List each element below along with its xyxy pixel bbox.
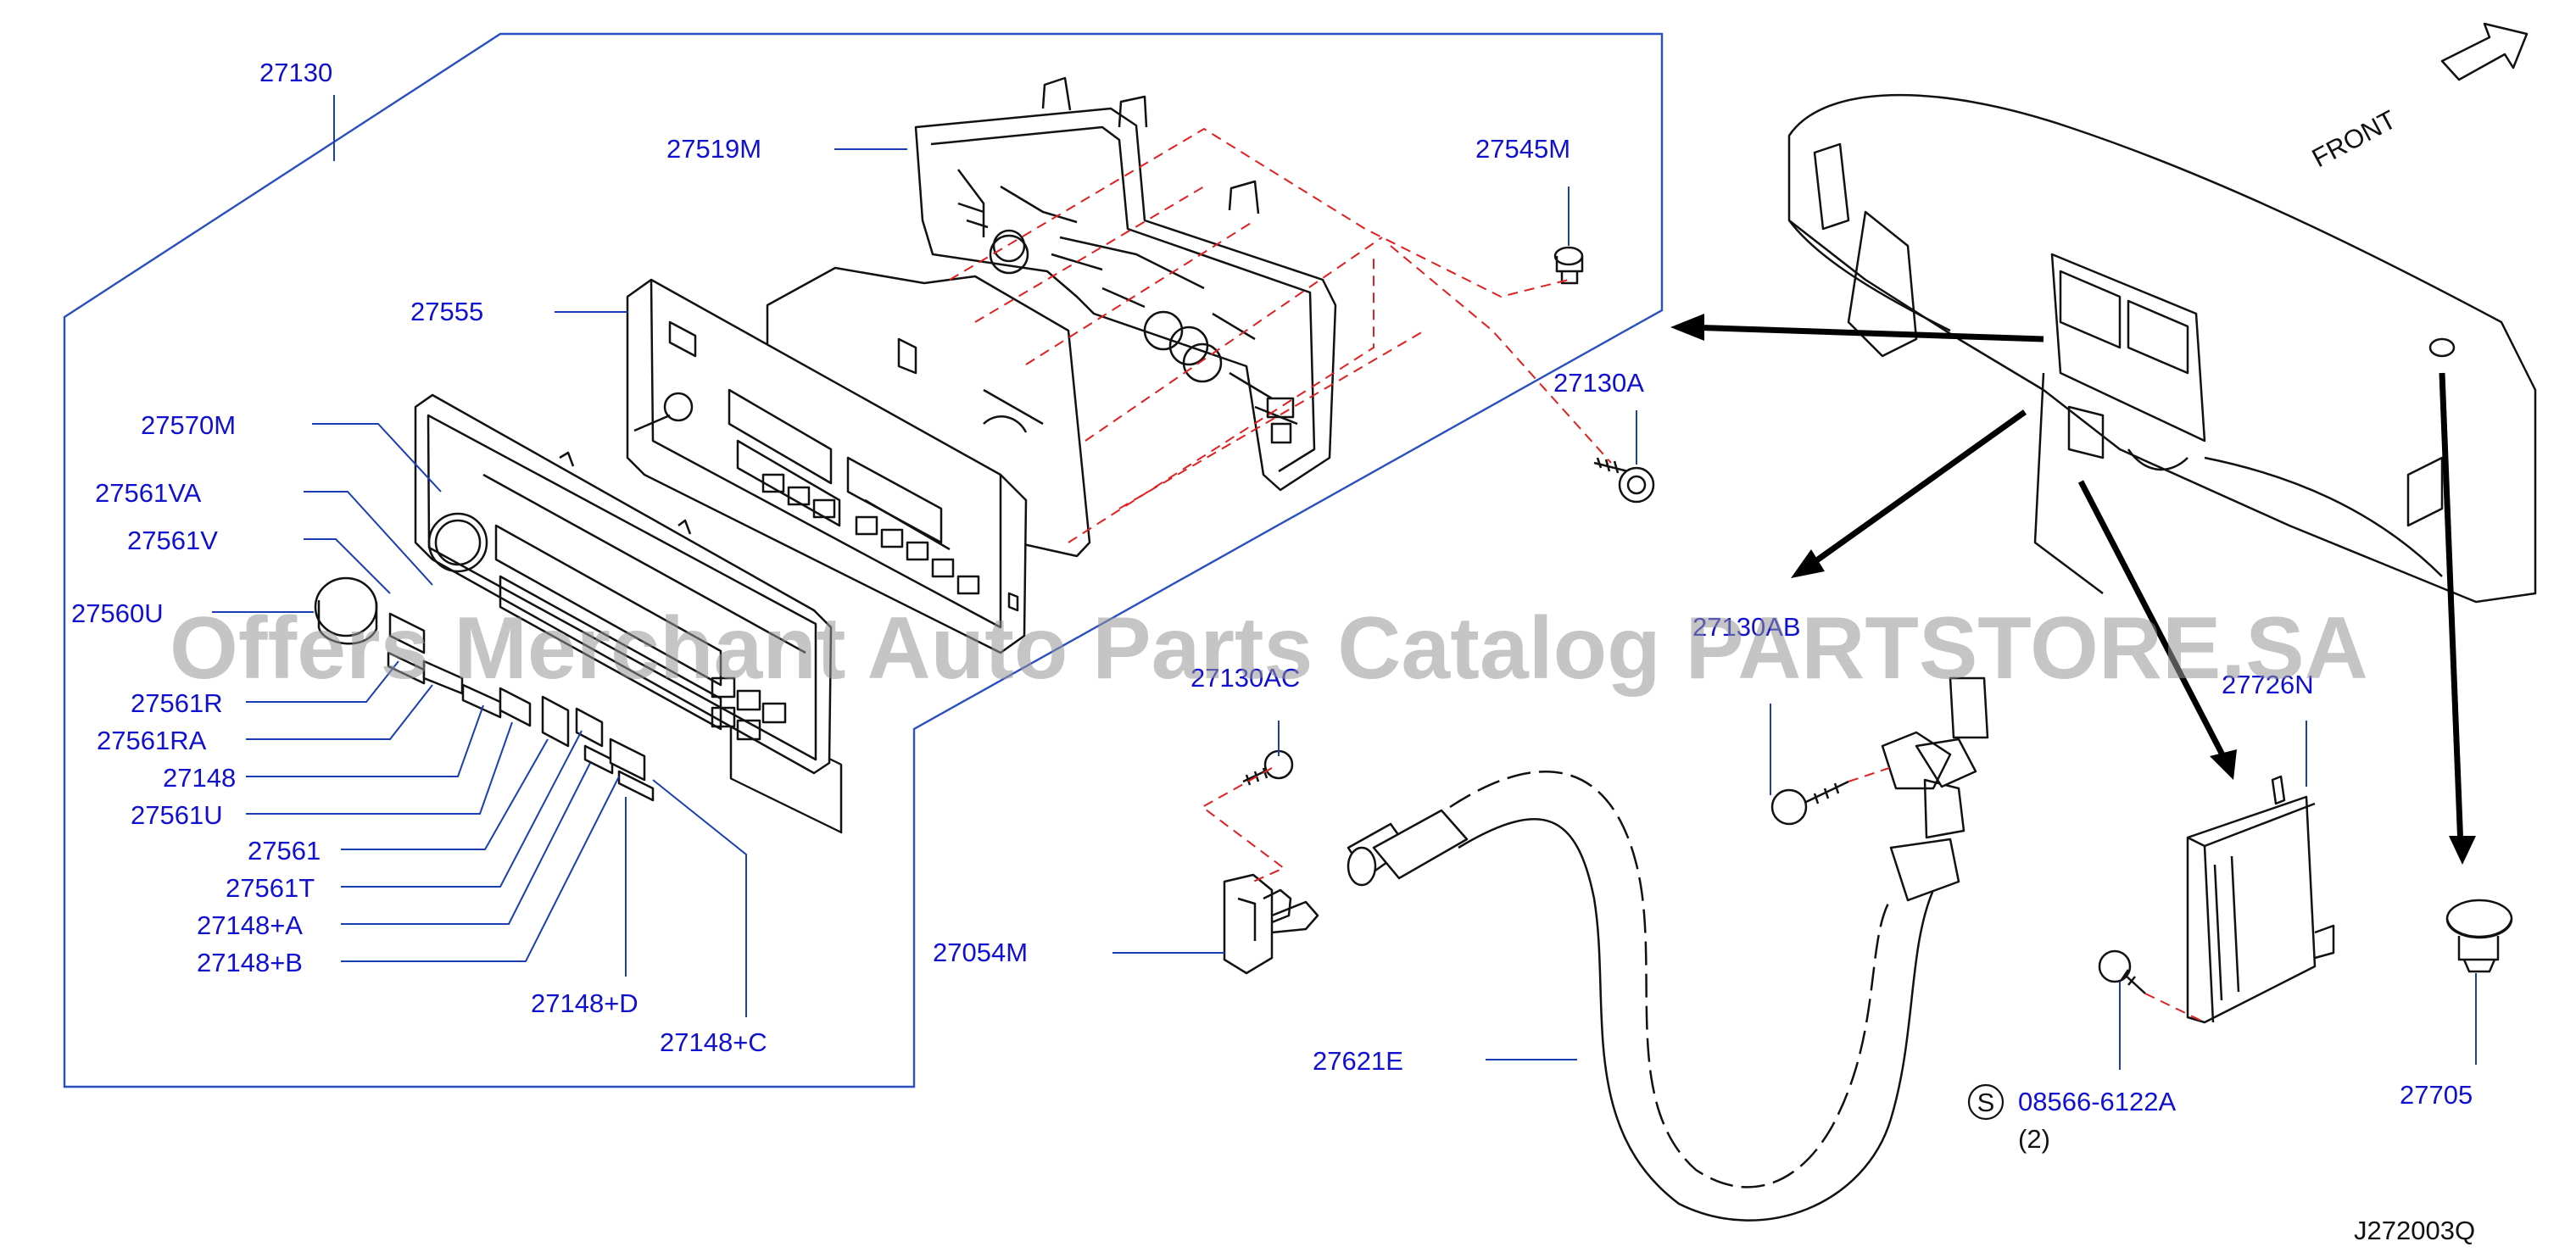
front-label: FRONT [2307,104,2401,173]
label-27570m: 27570M [141,410,236,440]
label-27621e: 27621E [1313,1046,1403,1076]
label-27130ab: 27130AB [1692,612,1801,642]
screw-27545m [1553,246,1584,285]
dashboard [1787,93,2537,604]
qty-note: (2) [2018,1124,2050,1154]
label-27561u: 27561U [131,800,223,830]
label-27705: 27705 [2400,1080,2473,1110]
pointer-arrows [1670,314,2476,865]
screw-27130ab [1770,780,1849,826]
diagram-code: J272003Q [2354,1216,2475,1245]
front-arrow [2440,22,2529,81]
label-27148-a: 27148+A [197,910,303,940]
label-27054m: 27054M [933,938,1028,967]
assembly-frame [63,32,1664,1088]
label-27130: 27130 [259,58,332,87]
label-27130a: 27130A [1553,368,1644,398]
label-27545m: 27545M [1475,134,1570,164]
watermark: Offers Merchant Auto Parts Catalog PARTS… [170,599,2368,698]
knob-27560u [314,576,378,645]
label-27726n: 27726N [2222,670,2314,699]
label-27561: 27561 [248,836,321,866]
s-symbol: S [1977,1088,1995,1117]
hose-27621e [1347,676,1989,1222]
button-caps [387,612,655,802]
label-27130ac: 27130AC [1190,663,1300,693]
label-08566-6122a: 08566-6122A [2018,1087,2176,1116]
label-27148: 27148 [163,763,236,793]
label-27148-d: 27148+D [531,988,638,1018]
clip-27705 [2445,899,2513,973]
label-27561ra: 27561RA [97,726,207,755]
screw-08566 [2098,949,2146,994]
label-27561va: 27561VA [95,478,202,508]
sensor-27054m [1223,873,1319,975]
face-plate-27570m [414,393,833,775]
control-unit-27555 [626,278,1028,834]
s-symbol-circle [1967,1083,2004,1121]
label-27519m: 27519M [666,134,761,164]
label-27555: 27555 [410,297,483,326]
module-27726n [2186,775,2335,1024]
label-27561t: 27561T [226,873,315,903]
bracket-27519m [914,76,1337,492]
install-lines [949,127,2205,1023]
label-27561r: 27561R [131,688,223,718]
label-27561v: 27561V [127,526,218,555]
label-27560u: 27560U [71,598,164,628]
leader-lines [212,95,2477,1070]
label-27148-c: 27148+C [660,1027,767,1057]
screw-27130a [1593,457,1655,504]
label-27148-b: 27148+B [197,948,303,977]
